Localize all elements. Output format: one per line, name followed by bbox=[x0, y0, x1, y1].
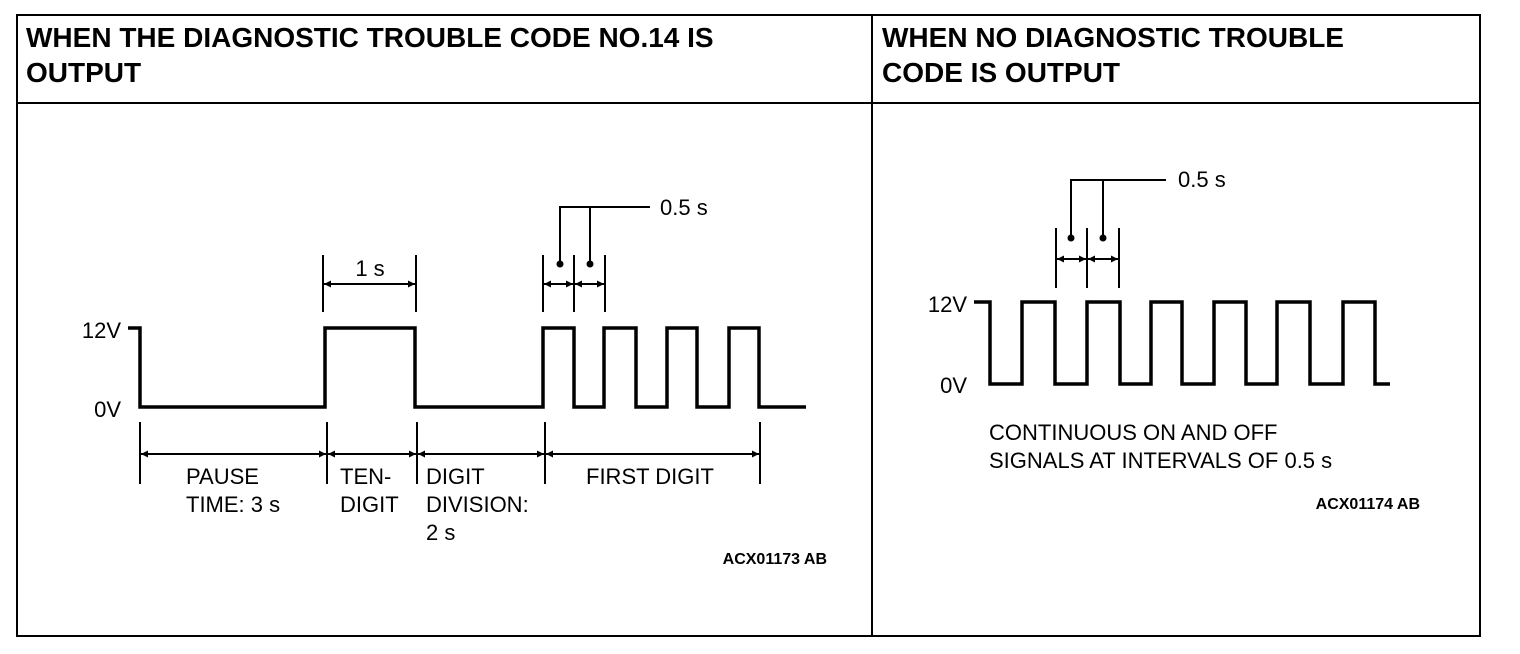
right-05s-dot-a bbox=[1067, 234, 1075, 242]
right-05s-label: 0.5 s bbox=[1178, 167, 1226, 192]
left-division-line2: DIVISION: bbox=[426, 492, 529, 517]
left-12v-label: 12V bbox=[82, 318, 121, 343]
column-divider bbox=[871, 14, 873, 637]
left-division-line1: DIGIT bbox=[426, 464, 485, 489]
left-waveform-diagram: 12V 0V 1 s 0.5 s PAUSE TIME: 3 s TEN- DI… bbox=[82, 195, 827, 568]
left-heading: WHEN THE DIAGNOSTIC TROUBLE CODE NO.14 I… bbox=[26, 22, 714, 88]
left-05s-leader-a bbox=[559, 206, 650, 264]
right-05s-dot-b bbox=[1099, 234, 1107, 242]
right-05s-leader-a bbox=[1070, 179, 1166, 238]
right-heading: WHEN NO DIAGNOSTIC TROUBLE CODE IS OUTPU… bbox=[882, 22, 1344, 88]
left-ten-line2: DIGIT bbox=[340, 492, 399, 517]
left-waveform bbox=[128, 326, 806, 409]
right-caption-line2: SIGNALS AT INTERVALS OF 0.5 s bbox=[989, 448, 1332, 473]
left-ten-line1: TEN- bbox=[340, 464, 391, 489]
right-figure-code: ACX01174 AB bbox=[1316, 496, 1420, 513]
right-waveform bbox=[974, 300, 1390, 386]
left-division-line3: 2 s bbox=[426, 520, 455, 545]
left-05s-dot-b bbox=[586, 260, 594, 268]
left-05s-label: 0.5 s bbox=[660, 195, 708, 220]
left-0v-label: 0V bbox=[94, 397, 121, 422]
right-0v-label: 0V bbox=[940, 373, 967, 398]
left-pause-line1: PAUSE bbox=[186, 464, 259, 489]
right-12v-label: 12V bbox=[928, 292, 967, 317]
left-1s-label: 1 s bbox=[355, 256, 384, 281]
right-waveform-diagram: 12V 0V 0.5 s CONTINUOUS ON AND OFF SIGNA… bbox=[928, 167, 1420, 513]
left-pause-line2: TIME: 3 s bbox=[186, 492, 280, 517]
left-05s-dot-a bbox=[556, 260, 564, 268]
header-divider bbox=[16, 102, 1481, 104]
right-caption-line1: CONTINUOUS ON AND OFF bbox=[989, 420, 1277, 445]
left-first-digit-label: FIRST DIGIT bbox=[586, 464, 714, 489]
table-frame bbox=[16, 14, 1481, 637]
left-figure-code: ACX01173 AB bbox=[723, 551, 827, 568]
